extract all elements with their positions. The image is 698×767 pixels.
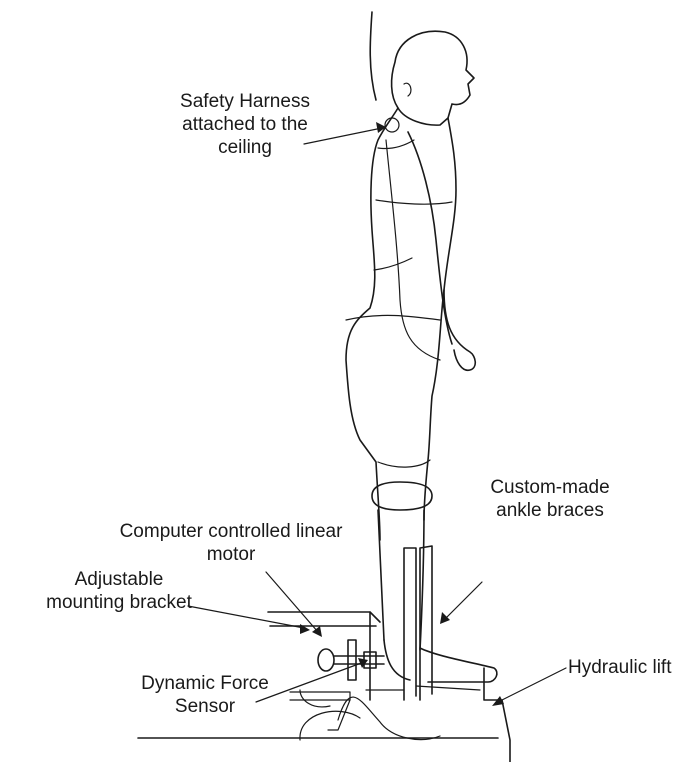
label-linear-motor: Computer controlled linear motor bbox=[108, 520, 354, 566]
label-hydraulic-lift: Hydraulic lift bbox=[568, 656, 688, 679]
lift-leader bbox=[498, 668, 566, 702]
ceiling-rope bbox=[370, 12, 376, 100]
label-mounting-bracket: Adjustable mounting bracket bbox=[34, 568, 204, 614]
bracket-leader bbox=[188, 606, 304, 628]
lower-bracket bbox=[290, 692, 350, 700]
motor-knob bbox=[318, 649, 334, 671]
label-safety-harness: Safety Harness attached to the ceiling bbox=[170, 90, 320, 159]
shorts-hem bbox=[378, 460, 430, 467]
front-leg bbox=[424, 290, 444, 520]
motor-clamp bbox=[348, 640, 356, 680]
back-foot bbox=[384, 640, 410, 680]
label-force-sensor: Dynamic Force Sensor bbox=[130, 672, 280, 718]
harness-straps bbox=[374, 140, 452, 270]
knee-brace bbox=[372, 482, 432, 510]
shorts-waist bbox=[346, 315, 440, 320]
body-back bbox=[346, 108, 398, 540]
arm bbox=[408, 132, 452, 344]
head bbox=[392, 31, 474, 125]
harness-strap-vertical bbox=[386, 140, 440, 360]
brace-post-left bbox=[404, 548, 416, 700]
braces-arrowhead bbox=[440, 612, 450, 624]
harness-arrowhead bbox=[376, 122, 386, 133]
person-figure bbox=[346, 31, 497, 682]
brace-base bbox=[366, 686, 480, 690]
sensor-arrowhead bbox=[358, 658, 368, 668]
motor-leader bbox=[266, 572, 318, 632]
lift-cable bbox=[338, 697, 440, 739]
lift-cable-2 bbox=[300, 711, 360, 740]
braces-leader bbox=[444, 582, 482, 620]
ear bbox=[404, 83, 411, 96]
label-ankle-braces: Custom-made ankle braces bbox=[480, 476, 620, 522]
